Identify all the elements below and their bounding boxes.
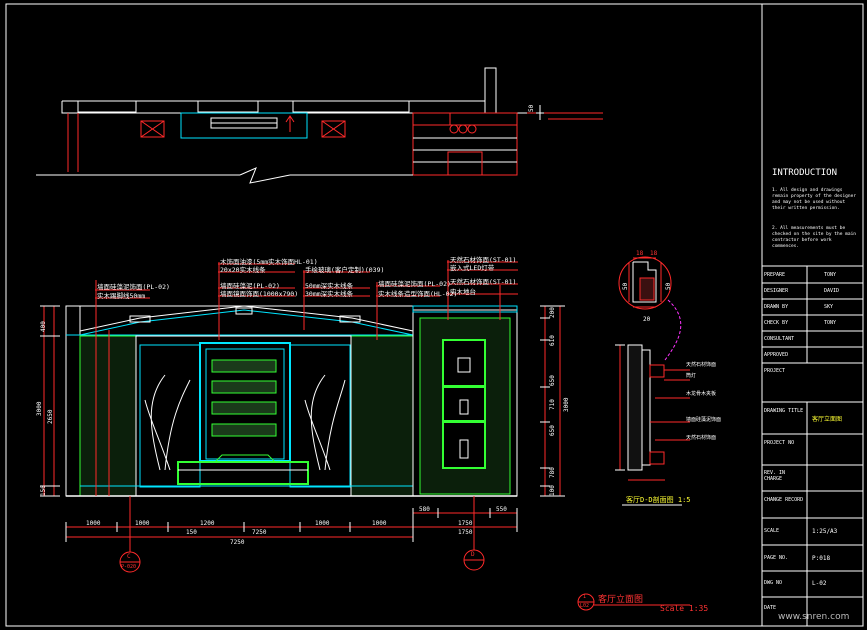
tb-value-drawing-title: 客厅立面图: [812, 416, 843, 423]
dim-left-2: 150: [40, 485, 47, 496]
tb-label-prepare: PREPARE: [764, 272, 786, 278]
label-mid-0: 手绘玻璃(客户定制)(039): [305, 266, 385, 274]
section-bottom-dim: 20: [643, 316, 651, 323]
dim-b2-0: 150: [186, 529, 197, 536]
label-left-1: 实木踢脚线50mm: [97, 292, 146, 300]
tb-label-page: PAGE NO.: [764, 555, 789, 561]
dim-b1-5: 580: [419, 506, 430, 513]
section-label-0: 天然石材饰面: [686, 362, 717, 368]
tb-label-project: PROJECT: [764, 368, 786, 374]
note-2: 2. All measurements must be checked on t…: [772, 226, 856, 249]
dim-b1-6: 1750: [458, 520, 473, 527]
dim-right-1: 610: [549, 335, 556, 346]
title-block-grid: [762, 265, 863, 626]
label-right-1: 嵌入式LED灯带: [450, 264, 495, 272]
tb-label-project-no: PROJECT NO: [764, 440, 795, 446]
dim-right-5: 780: [549, 467, 556, 478]
dim-right-2: 650: [549, 375, 556, 386]
section-detail: [615, 256, 690, 506]
label-left-0: 墙面硅藻泥饰面(PL-02): [97, 283, 170, 291]
dim-b1-3: 1000: [315, 520, 330, 527]
dim-b1-4: 1000: [372, 520, 387, 527]
dim-right-3: 710: [549, 399, 556, 410]
note-1: 1. All design and drawings remain proper…: [772, 188, 856, 211]
tb-label-check: CHECK BY: [764, 320, 789, 326]
dim-b1-2: 1200: [200, 520, 215, 527]
label-center-2: 墙面硅藻泥(PL-02): [220, 282, 280, 290]
label-right-2: 天然石材饰面(ST-01): [450, 278, 517, 286]
section-label-1: 筒灯: [686, 373, 697, 379]
elevation-drawing: [40, 260, 690, 611]
tb-label-dwg: DWG NO: [764, 580, 783, 586]
tb-label-scale: SCALE: [764, 528, 780, 534]
tb-label-rev: REV. IN CHARGE: [764, 470, 786, 482]
label-right-0: 天然石材饰面(ST-01): [450, 256, 517, 264]
grid-bubble-d: D: [471, 551, 475, 558]
dim-b1-1: 1000: [135, 520, 150, 527]
tb-label-change: CHANGE RECORD: [764, 497, 804, 503]
tb-label-consultant: CONSULTANT: [764, 336, 795, 342]
plan-top-dim: 50: [528, 104, 535, 112]
tb-label-drawing-title: DRAWING TITLE: [764, 408, 804, 414]
label-right-mid-1: 实木线条造型饰面(HL-02): [378, 290, 458, 298]
elevation-title: 客厅立面图: [598, 595, 644, 605]
section-label-4: 天然石材饰面: [686, 435, 717, 441]
drawing-frame: [5, 3, 864, 627]
dim-total: 7250: [230, 539, 245, 546]
tb-value-scale: 1:25/A3: [812, 528, 838, 535]
label-center-0: 木饰面油漆(5mm实木饰面HL-01): [220, 258, 318, 266]
dim-b2-2: 1750: [458, 529, 473, 536]
section-top-dim-0: 18: [636, 250, 644, 257]
dim-right-4: 650: [549, 425, 556, 436]
section-label-2: 木龙骨木夹板: [686, 391, 717, 397]
plan-section: [36, 67, 603, 184]
dim-left-0: 400: [40, 321, 47, 332]
dim-right-6: 3000: [563, 397, 570, 412]
dim-left-3: 3000: [36, 401, 43, 416]
dim-b2-1: 7250: [252, 529, 267, 536]
label-mid-1: 50mm深实木线条: [305, 282, 354, 290]
watermark: www.snren.com: [778, 612, 850, 622]
elevation-scale: Scale 1:35: [660, 604, 709, 613]
tb-value-prepare: TONY: [824, 272, 837, 278]
callout-bottom: L02: [580, 603, 590, 609]
dim-right-7: 100: [549, 485, 556, 496]
label-right-mid-0: 墙面硅藻泥饰面(PL-02): [378, 280, 451, 288]
tb-value-page: P:018: [812, 555, 831, 562]
introduction-title: INTRODUCTION: [772, 168, 838, 178]
section-title: 客厅D-D剖面图 1:5: [626, 496, 691, 504]
section-side-dim-1: 50: [665, 282, 672, 290]
tb-value-designer: DAVID: [824, 288, 840, 294]
dim-right-0: 200: [549, 307, 556, 318]
tb-label-drawn: DRAWN BY: [764, 304, 789, 310]
section-top-dim-1: 18: [650, 250, 658, 257]
label-center-3: 墙面镜面饰面(1000x790): [220, 290, 299, 298]
dim-b1-7: 550: [496, 506, 507, 513]
tb-label-date: DATE: [764, 605, 777, 611]
section-label-3: 墙面硅藻泥饰面: [686, 417, 722, 423]
grid-bubble-c: C: [127, 553, 131, 560]
label-center-1: 20x20实木线条: [220, 266, 266, 274]
tb-label-designer: DESIGNER: [764, 288, 789, 294]
label-right-3: 实木地台: [450, 288, 476, 296]
tb-label-approved: APPROVED: [764, 352, 789, 358]
tb-value-drawn: SKY: [824, 304, 834, 310]
tb-value-check: TONY: [824, 320, 837, 326]
dim-b1-0: 1000: [86, 520, 101, 527]
tb-value-dwg: L-02: [812, 580, 827, 587]
grid-bubble-c-sub: P-020: [121, 564, 137, 570]
callout-top: 1: [583, 594, 587, 600]
label-mid-2: 30mm深实木线条: [305, 290, 354, 298]
section-side-dim-0: 50: [622, 282, 629, 290]
dim-left-1: 2650: [47, 409, 54, 424]
